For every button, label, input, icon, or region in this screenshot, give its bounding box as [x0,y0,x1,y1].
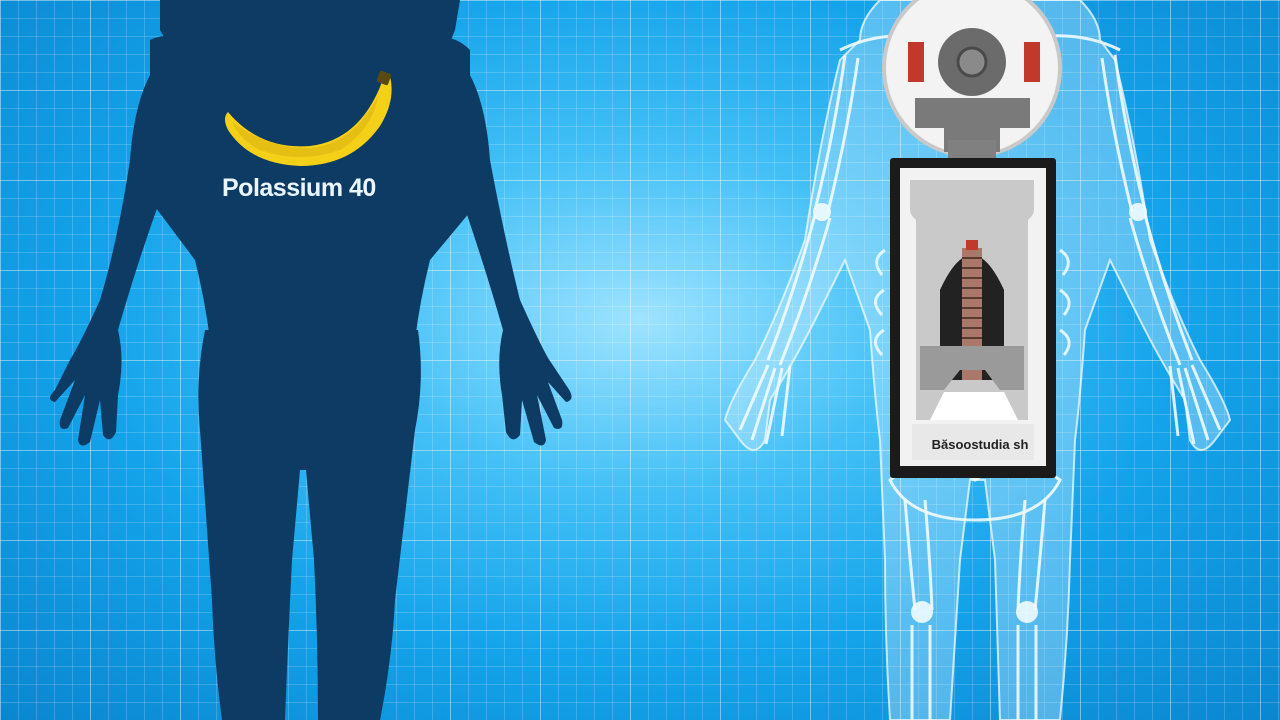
potassium-label: Polassium 40 [222,174,376,202]
device-label: Băsoostudia sh [931,437,1029,452]
